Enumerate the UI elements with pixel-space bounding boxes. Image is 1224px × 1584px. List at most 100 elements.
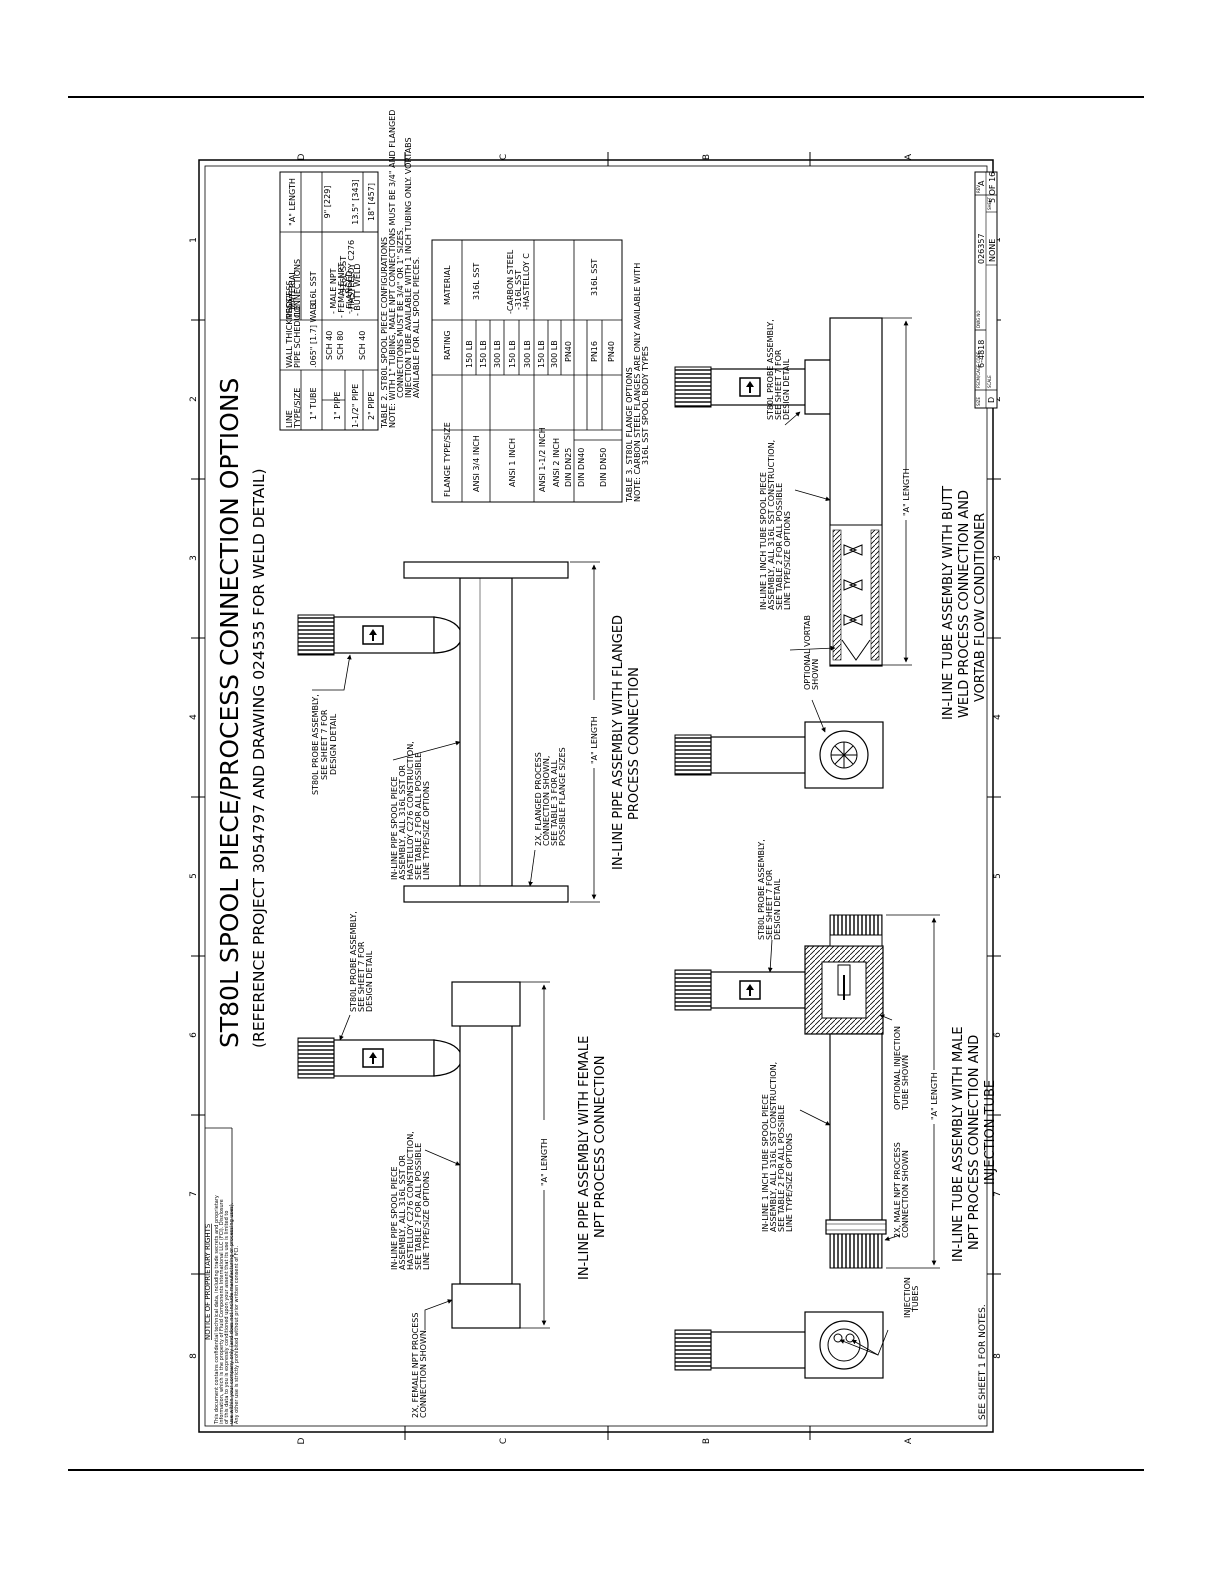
t2-wall-3: SCH 80 — [336, 331, 345, 360]
t3-din-2: DIN DN40 — [577, 448, 586, 487]
t2-header-process-1: PROCESS — [285, 281, 294, 318]
male-injection-tubes-label-1: INJECTION — [903, 1277, 912, 1318]
bottom-rule — [68, 1469, 1144, 1471]
grid-letter-a-top: A — [904, 153, 914, 160]
t2-header-line-1: LINE — [285, 410, 294, 428]
grid-number-3-left: 3 — [189, 555, 199, 561]
female-pipe-label-2: ASSEMBLY, ALL 316L SST OR — [398, 1154, 407, 1270]
male-caption-3: INJECTION TUBE — [983, 1080, 998, 1185]
male-injection-tubes-label-2: TUBES — [911, 1286, 920, 1313]
grid-number-4-left: 4 — [189, 714, 199, 720]
t3-caption: TABLE 3. ST80L FLANGE OPTIONS — [625, 367, 634, 503]
grid-ticks — [191, 152, 1001, 1440]
male-length-label: "A" LENGTH — [930, 1072, 939, 1120]
female-pipe-label-1: IN-LINE PIPE SPOOL PIECE — [390, 1166, 399, 1270]
table-3: FLANGE TYPE/SIZE RATING MATERIAL ANSI 3/… — [431, 239, 650, 503]
t3-rating-6: 150 LB — [537, 340, 546, 368]
t3-rating-5: 300 LB — [523, 340, 532, 368]
grid-number-6-right: 6 — [993, 1032, 1003, 1038]
flanged-pipe-label-3: HASTELLOY C276 CONSTRUCTION, — [406, 741, 415, 880]
tb-dwg-label: DWG NO — [976, 310, 981, 328]
flanged-probe-label-1: ST80L PROBE ASSEMBLY, — [311, 694, 320, 795]
view-butt-weld — [674, 317, 912, 789]
t3-note-2: 316L SST SPOOL BODY TYPES — [641, 346, 650, 465]
t2-process-3: - FLANGED — [345, 270, 354, 314]
t2-process-4: - BUTT WELD — [353, 263, 362, 316]
notice-block — [205, 1127, 233, 1426]
flanged-pipe-label-1: IN-LINE PIPE SPOOL PIECE — [390, 776, 399, 880]
tb-size-value: D — [987, 397, 996, 403]
tb-cage-label: FSCM/CAGE CODE — [976, 351, 981, 388]
t3-rating-3: 300 LB — [493, 340, 502, 368]
male-caption-2: NPT PROCESS CONNECTION AND — [967, 1035, 982, 1250]
flanged-pipe-label-5: LINE TYPE/SIZE OPTIONS — [422, 781, 431, 880]
table-2: LINE TYPE/SIZE WALL THICKNESS/ PIPE SCHE… — [279, 110, 421, 431]
male-conn-label-1: 2X, MALE NPT PROCESS — [893, 1142, 902, 1238]
t3-material-first-cell: 316L SST — [472, 263, 481, 300]
t2-header-wall-1: WALL THICKNESS/ — [285, 295, 294, 368]
t3-group-2: ANSI 1 INCH — [508, 438, 517, 487]
grid-number-3-right: 3 — [993, 555, 1003, 561]
t2-header-process-2: CONNECTIONS — [293, 259, 302, 318]
male-tube-label-4: LINE TYPE/SIZE OPTIONS — [785, 1133, 794, 1232]
female-conn-label-2: CONNECTION SHOWN — [419, 1330, 428, 1418]
t2-header-length: "A" LENGTH — [288, 178, 297, 226]
butt-caption-2: WELD PROCESS CONNECTION AND — [957, 490, 972, 718]
grid-number-8-left: 8 — [189, 1353, 199, 1359]
flanged-caption-1: IN-LINE PIPE ASSEMBLY WITH FLANGED — [611, 615, 626, 870]
top-rule — [68, 96, 1144, 98]
grid-letter-d-top: D — [297, 153, 307, 160]
t3-note-1: NOTE: CARBON STEEL FLANGES ARE ONLY AVAI… — [633, 263, 642, 502]
male-conn-label-2: CONNECTION SHOWN — [901, 1150, 910, 1238]
butt-vortab-label-2: SHOWN — [811, 659, 820, 690]
t2-wall-4: SCH 40 — [358, 331, 367, 360]
t3-din-rating-1: PN40 — [564, 341, 573, 362]
female-conn-label-1: 2X, FEMALE NPT PROCESS — [411, 1313, 420, 1418]
butt-probe-label-1: ST80L PROBE ASSEMBLY, — [766, 319, 775, 420]
butt-probe-label-3: DESIGN DETAIL — [782, 358, 791, 420]
male-injection-label-2: TUBE SHOWN — [901, 1055, 910, 1111]
t2-header-material: MATERIAL — [288, 270, 297, 310]
notice-line-1: This document contains confidential tech… — [214, 1195, 220, 1425]
t3-rating-2: 150 LB — [479, 340, 488, 368]
t2-note-1: NOTE: WITH 1" TUBING, MALE NPT CONNECTIO… — [388, 110, 397, 428]
grid-letter-c-bottom: C — [499, 1438, 509, 1444]
t3-header-flange: FLANGE TYPE/SIZE — [443, 422, 452, 497]
t2-length-2: 13.5" [343] — [351, 179, 360, 225]
female-probe-label-1: ST80L PROBE ASSEMBLY, — [349, 911, 358, 1012]
grid-number-7-left: 7 — [189, 1191, 199, 1197]
flanged-flange-label-2: CONNECTION SHOWN, — [542, 756, 551, 846]
t3-rating-4: 150 LB — [508, 340, 517, 368]
butt-tube-label-4: LINE TYPE/SIZE OPTIONS — [783, 511, 792, 610]
flanged-flange-label-3: SEE TABLE 3 FOR ALL — [550, 759, 559, 846]
tb-rev-value: A — [977, 180, 986, 186]
tb-scale-label: SCALE — [987, 375, 992, 388]
t2-header-wall-2: PIPE SCHEDULE — [293, 305, 302, 368]
flanged-flange-label-1: 2X, FLANGED PROCESS — [534, 752, 543, 846]
flanged-pipe-label-2: ASSEMBLY, ALL 316L SST OR — [398, 764, 407, 880]
t2-header-line-2: TYPE/SIZE — [293, 388, 302, 429]
butt-length-label: "A" LENGTH — [902, 468, 911, 516]
notice-line-2: information, which is the property of Fl… — [219, 1199, 225, 1424]
grid-number-6-left: 6 — [189, 1032, 199, 1038]
butt-caption-1: IN-LINE TUBE ASSEMBLY WITH BUTT — [941, 486, 956, 720]
t3-din-rating-3: PN40 — [607, 341, 616, 362]
title-block — [974, 171, 998, 409]
t2-length-3: 18" [457] — [367, 183, 376, 221]
grid-number-8-right: 8 — [993, 1353, 1003, 1359]
male-tube-label-3: SEE TABLE 2 FOR ALL POSSIBLE — [777, 1105, 786, 1232]
flanged-caption-2: PROCESS CONNECTION — [627, 667, 642, 820]
female-caption-2: NPT PROCESS CONNECTION — [593, 1056, 608, 1238]
t3-din-rating-2: PN16 — [590, 341, 599, 362]
t3-rating-7: 300 LB — [550, 340, 559, 368]
tb-rev-label: REV — [976, 185, 981, 193]
t2-process-1: - MALE NPT — [329, 268, 338, 314]
male-tube-label-1: IN-LINE 1 INCH TUBE SPOOL PIECE — [761, 1094, 770, 1232]
tb-sheet-label: SHEET — [987, 196, 992, 210]
butt-tube-label-1: IN-LINE 1 INCH TUBE SPOOL PIECE — [759, 472, 768, 610]
grid-number-2-right: 2 — [993, 396, 1003, 402]
t2-note-4: AVAILABLE FOR ALL SPOOL PIECES. — [412, 257, 421, 398]
grid-letter-d-bottom: D — [297, 1437, 307, 1444]
t3-group-1: ANSI 3/4 INCH — [472, 435, 481, 492]
